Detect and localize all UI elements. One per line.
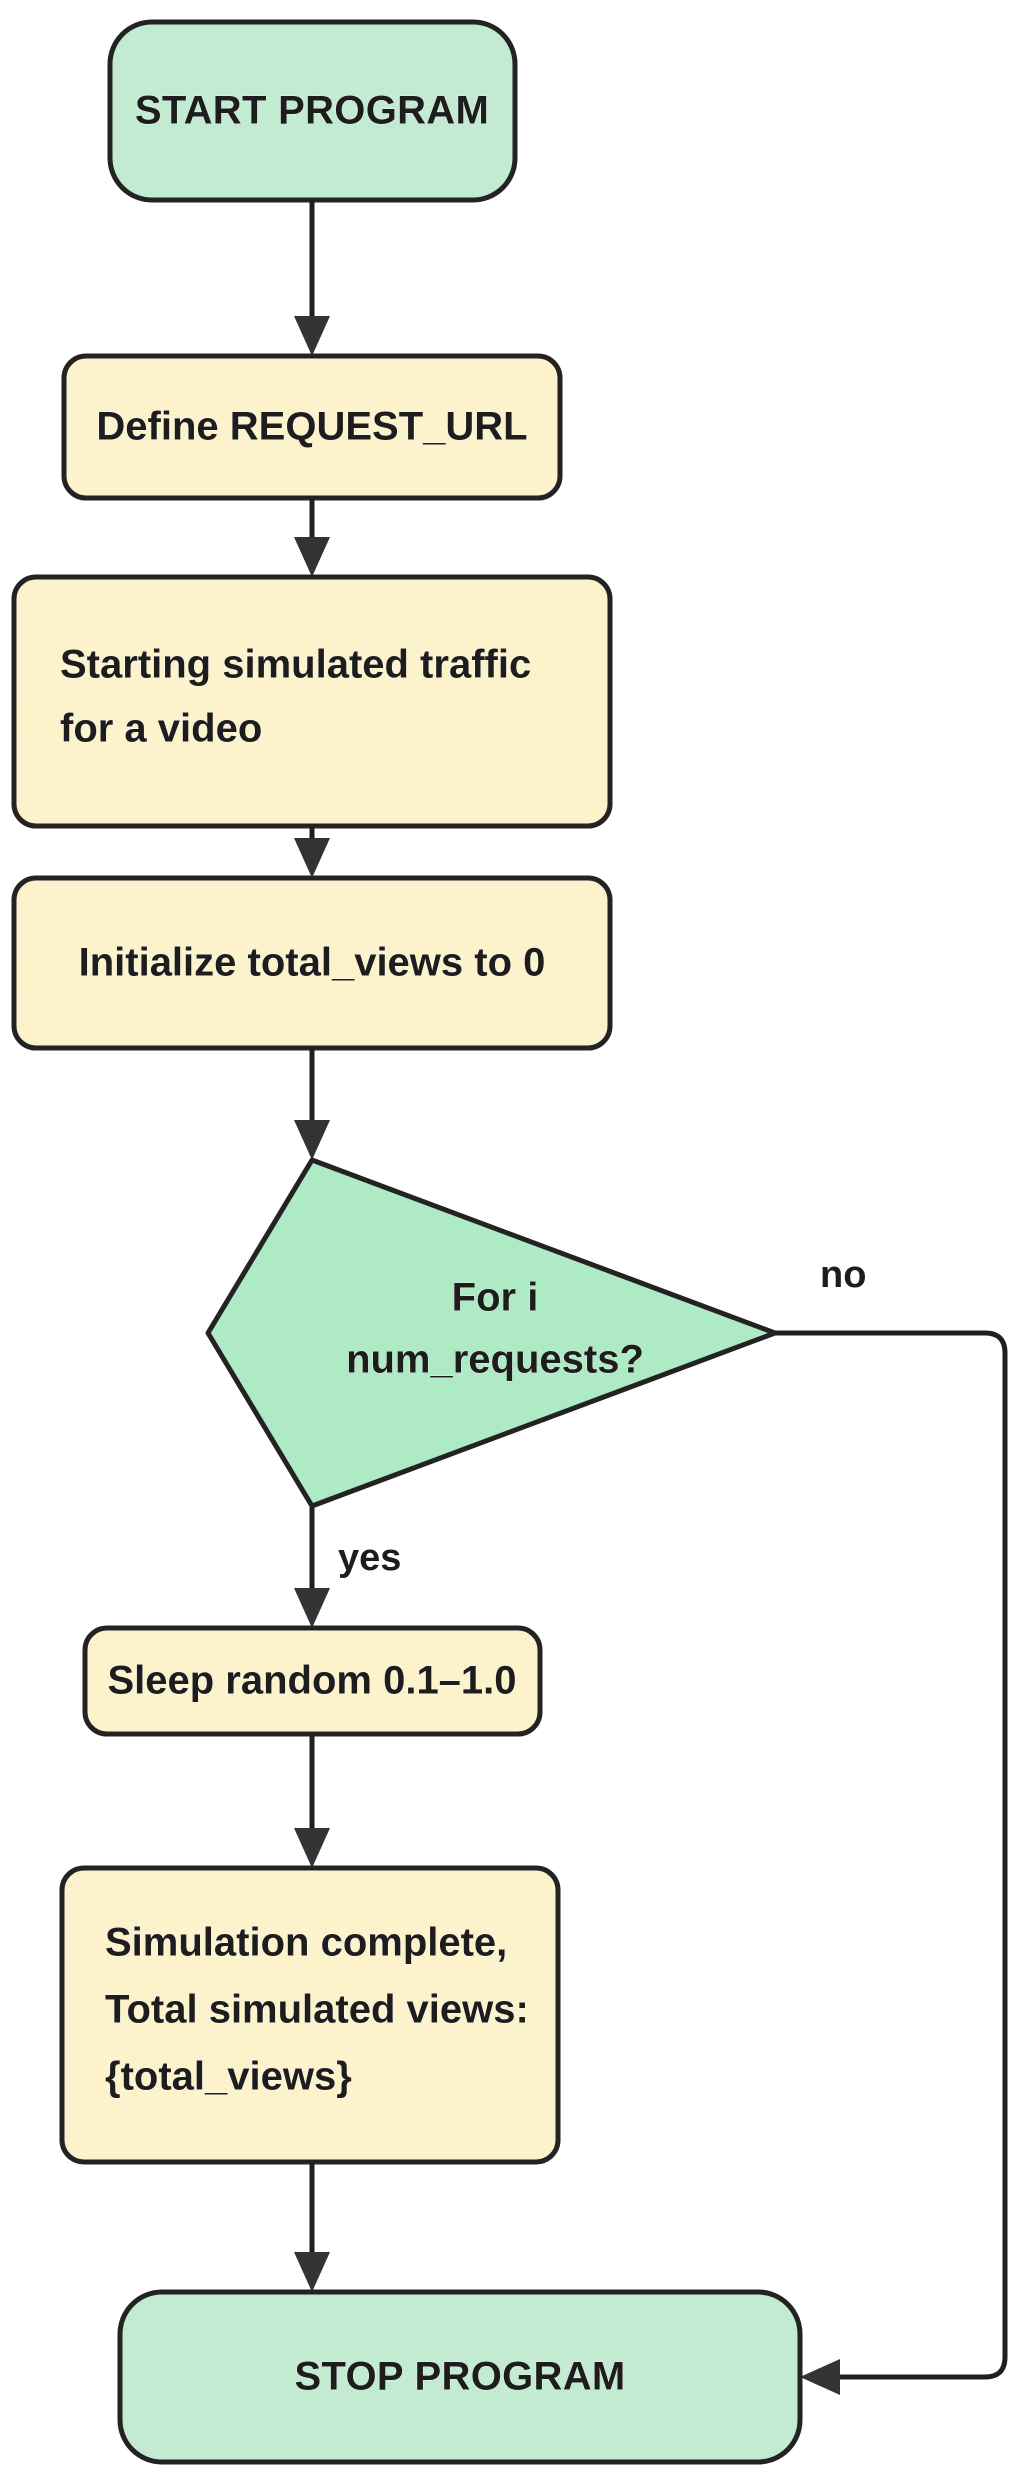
node-sleep-random-shape <box>82 1625 543 1737</box>
edge-banner-to-init <box>294 826 330 878</box>
edge-define-to-banner <box>294 498 330 577</box>
node-simulation-complete-shape <box>59 1865 561 2165</box>
node-loop-decision-label-line1: For i <box>452 1276 539 1320</box>
node-loop-decision-label-line2: num_requests? <box>346 1338 644 1382</box>
node-start-program-label: START PROGRAM <box>135 89 489 133</box>
node-loop-decision[interactable]: For i num_requests? <box>205 1157 778 1509</box>
node-simulation-complete-label-line2: Total simulated views: <box>105 1988 529 2032</box>
node-define-request-url[interactable]: Define REQUEST_URL <box>61 353 563 501</box>
edge-label-yes: yes <box>338 1537 401 1579</box>
edge-loop-no-to-stop <box>775 1330 1008 2395</box>
node-define-request-url-label: Define REQUEST_URL <box>96 405 527 449</box>
node-initialize-total-views-shape <box>11 875 613 1051</box>
node-starting-simulated-traffic-label-line2: for a video <box>60 707 262 751</box>
node-initialize-total-views[interactable]: Initialize total_views to 0 <box>11 875 613 1051</box>
node-simulation-complete-label-line3: {total_views} <box>105 2055 352 2099</box>
node-initialize-total-views-label: Initialize total_views to 0 <box>79 941 546 985</box>
edge-label-no: no <box>820 1254 866 1296</box>
edge-init-to-loop <box>294 1048 330 1160</box>
node-stop-program[interactable]: STOP PROGRAM <box>117 2289 803 2465</box>
node-simulation-complete-label-line1: Simulation complete, <box>105 1921 507 1965</box>
edge-summary-to-stop <box>294 2162 330 2292</box>
edge-start-to-define <box>294 200 330 356</box>
node-starting-simulated-traffic-shape <box>11 574 613 829</box>
node-loop-decision-shape <box>205 1157 778 1509</box>
node-sleep-random-label: Sleep random 0.1–1.0 <box>107 1659 516 1703</box>
edge-loop-yes-to-sleep <box>294 1506 330 1628</box>
node-starting-simulated-traffic[interactable]: Starting simulated traffic for a video <box>11 574 613 829</box>
node-stop-program-label: STOP PROGRAM <box>294 2355 625 2399</box>
node-define-request-url-shape <box>61 353 563 501</box>
edge-sleep-to-summary <box>294 1734 330 1868</box>
node-simulation-complete[interactable]: Simulation complete, Total simulated vie… <box>59 1865 561 2165</box>
node-start-program[interactable]: START PROGRAM <box>107 19 518 203</box>
node-start-program-shape <box>107 19 518 203</box>
node-sleep-random[interactable]: Sleep random 0.1–1.0 <box>82 1625 543 1737</box>
node-starting-simulated-traffic-label-line1: Starting simulated traffic <box>60 643 531 687</box>
node-stop-program-shape <box>117 2289 803 2465</box>
